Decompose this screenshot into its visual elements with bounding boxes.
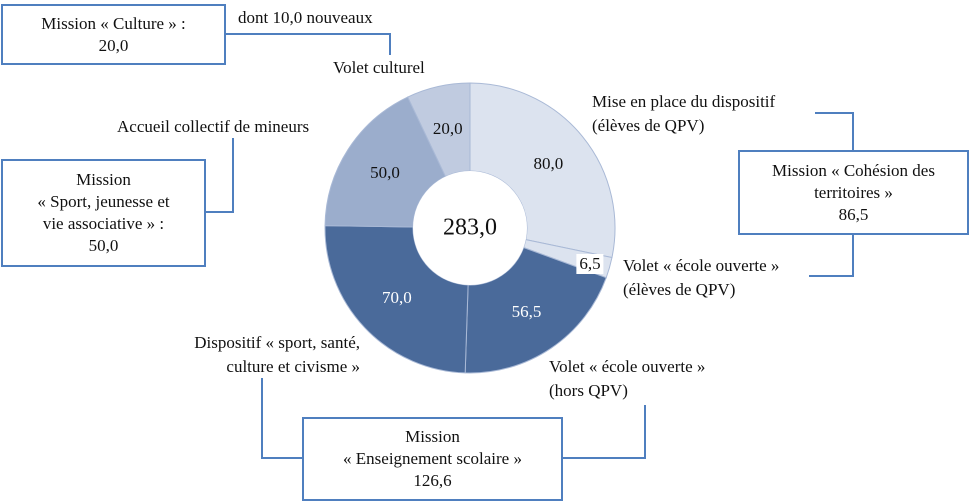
- connector-enseignement-right: [562, 405, 646, 459]
- label-ecole-qpv-1: Volet « école ouverte »: [623, 256, 780, 275]
- label-dont-nouveaux: dont 10,0 nouveaux: [238, 8, 373, 27]
- mission-sport-title: Mission: [76, 170, 131, 189]
- mission-culture-amount: 20,0: [98, 35, 129, 55]
- label-ecole-hors: Volet « école ouverte » (hors QPV): [549, 355, 705, 403]
- label-ecole-hors-1: Volet « école ouverte »: [549, 357, 706, 376]
- segment-value-label: 80,0: [533, 154, 564, 174]
- label-ecole-qpv-2: (élèves de QPV): [623, 280, 736, 299]
- connector-enseignement-left: [261, 378, 302, 459]
- mission-cohesion-title-2: territoires »: [814, 182, 893, 202]
- label-mise-en-place-2: (élèves de QPV): [592, 116, 705, 135]
- mission-sport-title-3: vie associative » :: [42, 214, 165, 233]
- connector-culture: [225, 33, 391, 55]
- mission-sport-title-2: « Sport, jeunesse et: [37, 192, 170, 211]
- label-dispositif-1: Dispositif « sport, santé,: [194, 333, 360, 352]
- label-mise-en-place-1: Mise en place du dispositif: [592, 92, 776, 111]
- label-volet-culturel: Volet culturel: [333, 58, 425, 77]
- mission-culture-box: Mission « Culture » : 20,0: [1, 4, 226, 65]
- mission-enseignement-title-2: « Enseignement scolaire »: [343, 449, 522, 468]
- mission-sport-amount: 50,0: [88, 236, 119, 255]
- connector-sport: [205, 138, 234, 213]
- label-dispositif-2: culture et civisme »: [226, 357, 360, 376]
- mission-sport-box: Mission « Sport, jeunesse et vie associa…: [1, 159, 206, 267]
- mission-enseignement-amount: 126,6: [413, 471, 452, 490]
- donut-total: 283,0: [443, 214, 497, 241]
- label-ecole-hors-2: (hors QPV): [549, 381, 628, 400]
- connector-cohesion-bottom: [809, 234, 854, 277]
- mission-culture-title: Mission « Culture » :: [41, 13, 186, 33]
- segment-value-label: 6,5: [576, 254, 604, 274]
- segment-value-label: 56,5: [511, 301, 542, 321]
- connector-cohesion-top: [815, 112, 854, 150]
- segment-value-label: 50,0: [370, 163, 400, 183]
- donut-chart: [324, 82, 616, 374]
- mission-cohesion-title: Mission « Cohésion des: [772, 160, 935, 180]
- mission-cohesion-amount: 86,5: [838, 204, 869, 224]
- mission-cohesion-box: Mission « Cohésion des territoires » 86,…: [738, 150, 969, 235]
- donut-hole: [413, 171, 527, 285]
- label-dispositif: Dispositif « sport, santé, culture et ci…: [150, 331, 360, 379]
- mission-enseignement-title: Mission: [405, 427, 460, 446]
- connectors: [205, 33, 854, 459]
- label-accueil: Accueil collectif de mineurs: [117, 117, 310, 136]
- label-mise-en-place: Mise en place du dispositif (élèves de Q…: [592, 90, 775, 138]
- mission-enseignement-box: Mission « Enseignement scolaire » 126,6: [302, 417, 563, 501]
- segment-value-label: 70,0: [381, 287, 412, 307]
- label-ecole-qpv: Volet « école ouverte » (élèves de QPV): [623, 254, 779, 302]
- segment-value-label: 20,0: [432, 119, 463, 139]
